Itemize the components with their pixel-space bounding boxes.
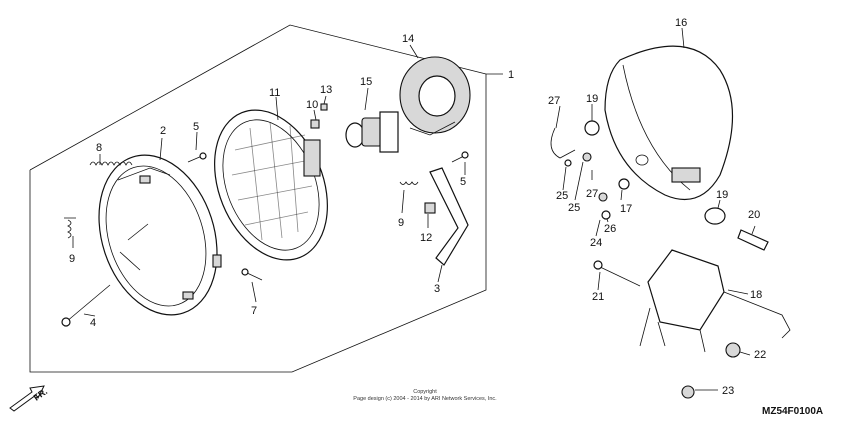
copyright-title: Copyright [413, 389, 437, 395]
callout-25-a: 25 [556, 190, 568, 202]
dust-cover[interactable] [399, 56, 471, 136]
callout-3: 3 [434, 283, 440, 295]
assembly-outline [29, 24, 487, 373]
callout-12: 12 [420, 232, 432, 244]
callout-2: 2 [160, 125, 166, 137]
callout-25-b: 25 [568, 202, 580, 214]
callout-numbers: 1 2 3 4 5 5 7 8 9 9 10 11 12 13 14 15 16… [69, 17, 766, 397]
callout-5-a: 5 [193, 121, 199, 133]
callout-1: 1 [508, 69, 514, 81]
headlight-rim[interactable] [79, 140, 236, 331]
callout-27-b: 27 [586, 188, 598, 200]
screws-and-fasteners[interactable] [61, 103, 769, 399]
headlight-bracket[interactable] [639, 249, 791, 353]
callout-9-b: 9 [398, 217, 404, 229]
callout-8: 8 [96, 142, 102, 154]
callout-18: 18 [750, 289, 762, 301]
callout-23: 23 [722, 385, 734, 397]
headlight-case[interactable] [604, 45, 733, 201]
headlight-unit[interactable] [194, 93, 349, 277]
callout-26: 26 [604, 223, 616, 235]
callout-24: 24 [590, 237, 602, 249]
callout-17: 17 [620, 203, 632, 215]
callout-9-a: 9 [69, 253, 75, 265]
callout-20: 20 [748, 209, 760, 221]
callout-leaders [72, 27, 756, 391]
callout-7: 7 [251, 305, 257, 317]
front-arrow-icon: FR. [9, 385, 49, 412]
callout-11: 11 [269, 87, 280, 99]
diagram-code: MZ54F0100A [762, 406, 823, 417]
callout-15: 15 [360, 76, 372, 88]
callout-27-a: 27 [548, 95, 560, 107]
callout-5-b: 5 [460, 176, 466, 188]
callout-4: 4 [90, 317, 96, 329]
callout-22: 22 [754, 349, 766, 361]
callout-16: 16 [675, 17, 687, 29]
headlight-bulb[interactable] [345, 111, 399, 153]
callout-21: 21 [592, 291, 604, 303]
callout-19-b: 19 [716, 189, 728, 201]
headlight-stay[interactable] [429, 167, 469, 266]
copyright-text: Page design (c) 2004 - 2014 by ARI Netwo… [353, 396, 497, 402]
callout-13: 13 [320, 84, 332, 96]
callout-19-a: 19 [586, 93, 598, 105]
callout-10: 10 [306, 99, 318, 111]
adjusting-springs[interactable] [64, 161, 419, 239]
callout-14: 14 [402, 33, 414, 45]
